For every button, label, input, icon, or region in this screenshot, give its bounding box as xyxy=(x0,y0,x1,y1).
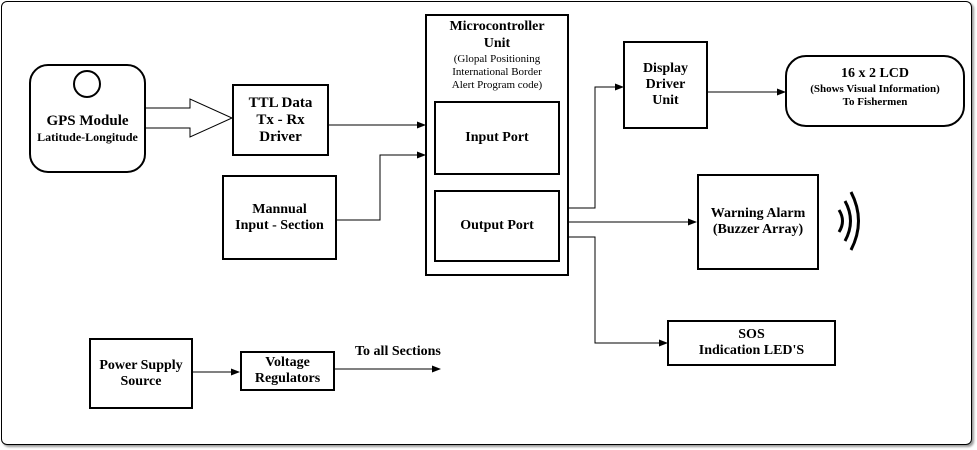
lcd-title: 16 x 2 LCD xyxy=(840,66,910,81)
voltage-line2: Regulators xyxy=(254,371,321,386)
gps-subtitle: Latitude-Longitude xyxy=(37,130,138,144)
manual-to-input-wire xyxy=(337,151,426,221)
mcu-desc-line2: International Border xyxy=(452,65,542,78)
mcu-title-line1: Microcontroller xyxy=(449,19,545,34)
mcu-title-line2: Unit xyxy=(483,35,511,51)
input-port-label: Input Port xyxy=(465,130,529,145)
output-port-label: Output Port xyxy=(460,218,534,233)
mcu-outer-box xyxy=(425,14,569,276)
output-to-sos-wire xyxy=(568,236,668,347)
sos-led-box: SOS Indication LED'S xyxy=(667,320,836,366)
display-line3: Unit xyxy=(652,93,679,108)
ttl-line2: Tx - Rx xyxy=(256,111,305,128)
voltage-regulator-box: Voltage Regulators xyxy=(240,351,335,391)
sound-waves-icon xyxy=(837,191,860,251)
output-to-display-wire xyxy=(568,83,624,209)
sos-line1: SOS xyxy=(738,327,765,342)
display-line1: Display xyxy=(642,61,689,76)
lcd-display: 16 x 2 LCD (Shows Visual Information) To… xyxy=(786,66,964,109)
display-line2: Driver xyxy=(645,77,686,92)
alarm-line2: (Buzzer Array) xyxy=(712,222,804,237)
display-driver-box: Display Driver Unit xyxy=(623,41,708,129)
ttl-line1: TTL Data xyxy=(248,94,313,111)
sos-line2: Indication LED'S xyxy=(698,343,805,358)
output-port-box: Output Port xyxy=(434,190,560,262)
manual-line1: Mannual xyxy=(252,201,307,217)
ttl-driver-box: TTL Data Tx - Rx Driver xyxy=(232,84,329,156)
voltage-line1: Voltage xyxy=(265,355,310,370)
mcu-desc-line3: Alert Program code) xyxy=(451,78,543,91)
ttl-line3: Driver xyxy=(259,128,302,145)
mcu-title: Microcontroller Unit (Glopal Positioning… xyxy=(428,19,566,92)
lcd-line3: To Fishermen xyxy=(842,95,908,108)
lcd-line2: (Shows Visual Information) xyxy=(810,82,940,95)
power-line1: Power Supply xyxy=(99,357,183,373)
mcu-desc-line1: (Glopal Positioning xyxy=(453,52,541,65)
lcd-body xyxy=(785,55,965,127)
gps-to-ttl-arrow xyxy=(144,98,234,138)
input-port-box: Input Port xyxy=(434,101,560,175)
manual-line2: Input - Section xyxy=(235,217,324,233)
power-line2: Source xyxy=(120,373,162,389)
manual-input-box: Mannual Input - Section xyxy=(222,175,337,260)
gps-title: GPS Module xyxy=(46,113,129,129)
gps-module-body xyxy=(29,64,146,173)
gps-antenna-icon xyxy=(73,70,101,98)
power-supply-box: Power Supply Source xyxy=(89,338,193,409)
alarm-line1: Warning Alarm xyxy=(710,206,806,221)
warning-alarm-box: Warning Alarm (Buzzer Array) xyxy=(697,174,819,270)
to-all-sections-label: To all Sections xyxy=(355,344,441,359)
gps-module: GPS Module Latitude-Longitude xyxy=(30,112,145,144)
